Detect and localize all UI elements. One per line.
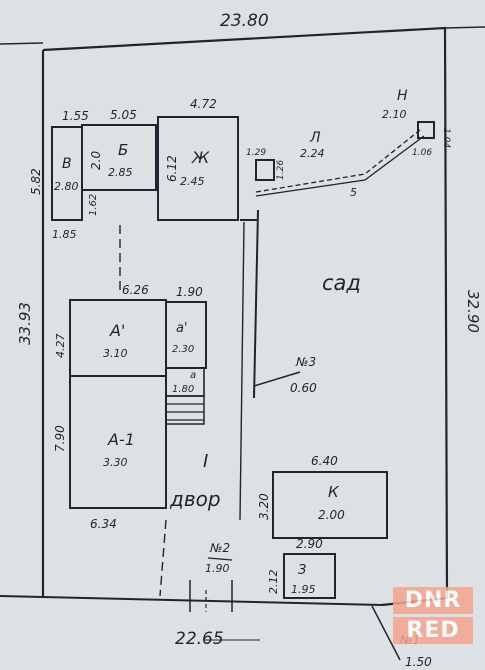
corner-diagonal — [371, 605, 401, 661]
plot-bottom-edge — [0, 595, 383, 606]
top-extension-line — [0, 42, 44, 45]
fence-n3-leader — [253, 371, 301, 387]
building-zh-area: 2.45 — [180, 175, 205, 188]
building-n-area: 2.10 — [382, 108, 407, 121]
annex-a-prime-letter: а' — [176, 321, 188, 336]
building-v-letter: В — [62, 156, 72, 172]
building-n-letter: Н — [397, 88, 408, 104]
building-a-1 — [69, 375, 167, 509]
building-v-bottom-dim: 1.85 — [52, 228, 77, 241]
watermark-line-2: RED — [393, 617, 473, 644]
building-l-under-dim: 5 — [350, 186, 357, 199]
building-l-left-dim: 1.29 — [246, 148, 266, 158]
building-z — [283, 553, 336, 599]
building-k-side-dim: 3.20 — [257, 493, 271, 520]
fence-n3-value: 0.60 — [290, 381, 317, 395]
right-length-label: 32.90 — [464, 290, 482, 333]
building-v-area: 2.80 — [54, 180, 79, 193]
building-l-fence-2 — [255, 135, 425, 197]
watermark-line-1: DNR — [393, 587, 473, 614]
building-a-prime-area: 3.10 — [103, 347, 128, 360]
annex-a-prime-top-dim: 1.90 — [176, 285, 203, 299]
building-l-area: 2.24 — [300, 147, 325, 160]
building-n-bottom-dim: 1.06 — [412, 148, 432, 158]
bottom-length-label: 22.65 — [175, 629, 224, 649]
annex-a-small-letter: а — [190, 370, 196, 381]
dash-line-yard — [159, 519, 167, 597]
building-l-side-dim: 1.26 — [276, 160, 286, 180]
building-a-prime-letter: А' — [109, 321, 125, 340]
building-l-letter: Л — [309, 130, 321, 146]
building-v-side-dim: 5.82 — [29, 168, 43, 195]
fence-n2-label: №2 — [209, 541, 230, 555]
building-zh-letter: Ж — [191, 148, 210, 167]
top-length-label: 23.80 — [220, 11, 269, 31]
yard-divider-inner — [239, 221, 245, 521]
building-a-prime-top-dim: 6.26 — [122, 283, 149, 297]
building-b-top-dim: 5.05 — [110, 108, 137, 122]
building-z-top-dim: 2.90 — [296, 537, 323, 551]
building-zh-side-dim: 6.12 — [165, 155, 179, 182]
fence-n2-leader — [207, 557, 233, 561]
building-l-fence — [255, 129, 421, 193]
building-k-letter: К — [328, 483, 340, 501]
building-z-side-dim: 2.12 — [267, 570, 280, 595]
annex-a-small-area: 1.80 — [172, 384, 194, 395]
building-l — [255, 159, 275, 181]
building-b-area: 2.85 — [108, 166, 133, 179]
yard-roman: I — [203, 451, 208, 472]
building-b-side-dim: 2.0 — [89, 151, 103, 170]
building-a-prime-side-dim: 4.27 — [54, 334, 67, 359]
building-k — [272, 471, 388, 539]
building-b — [81, 124, 157, 191]
fence-n3-label: №3 — [295, 355, 316, 369]
building-a-1-letter: А-1 — [107, 430, 135, 449]
building-z-area: 1.95 — [291, 583, 316, 596]
building-b-letter: Б — [118, 141, 128, 159]
building-z-letter: З — [298, 563, 306, 578]
garden-label: сад — [322, 271, 361, 295]
yard-divider-upper — [253, 209, 259, 399]
building-v-top-dim: 1.55 — [62, 109, 89, 123]
building-a-1-area: 3.30 — [103, 456, 128, 469]
building-k-area: 2.00 — [318, 508, 345, 522]
watermark-logo: DNR RED — [393, 585, 473, 645]
building-a-1-side-dim: 7.90 — [53, 425, 67, 452]
building-zh-top-dim: 4.72 — [190, 97, 217, 111]
building-k-top-dim: 6.40 — [311, 454, 338, 468]
building-v-extra-dim: 1.62 — [88, 194, 99, 216]
building-zh — [157, 116, 239, 221]
annex-a-prime-area: 2.30 — [172, 344, 194, 355]
top-right-extension — [444, 26, 485, 29]
building-a-1-bottom-dim: 6.34 — [90, 517, 117, 531]
corner-partial-label: 1.50 — [405, 655, 432, 669]
left-length-label: 33.93 — [16, 302, 34, 345]
building-n-side-dim: 1.04 — [441, 128, 451, 148]
building-n — [417, 121, 435, 139]
yard-label: двор — [169, 487, 221, 511]
fence-n2-value: 1.90 — [205, 562, 230, 575]
